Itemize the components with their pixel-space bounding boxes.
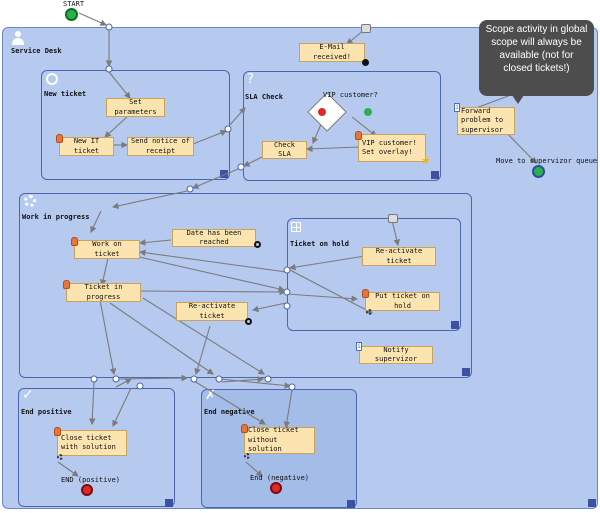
question-icon: ? [247,72,254,87]
lane-ticket-on-hold-title: Ticket on hold [290,240,350,248]
start-label: START [63,0,85,8]
task-close-with-solution-label: Close ticket with solution [61,433,116,451]
hand-icon [362,289,369,298]
lane-sla-check-resize[interactable] [431,171,439,179]
hand-icon [54,427,61,436]
task-set-parameters-label: Set parameters [114,98,157,116]
end-negative-label: End (negative) [250,474,310,482]
timer-icon [254,241,261,248]
task-new-it-ticket-label: New IT ticket [73,137,100,155]
lane-work-in-progress-title: Work in progress [22,213,90,221]
gear-icon [366,309,372,315]
lane-end-negative-resize[interactable] [347,500,355,508]
task-work-on-ticket-label: Work on ticket [92,240,122,258]
end-positive-label: END (positive) [61,476,121,484]
task-ticket-in-progress[interactable]: Ticket in progress [63,280,141,302]
email-trigger-icon [388,214,398,223]
end-negative-event[interactable] [270,482,282,494]
task-work-on-ticket[interactable]: Work on ticket [71,237,140,259]
task-reactivate-ticket-hold-label: Re-activate ticket [375,247,423,265]
task-date-reached-label: Date has been reached [186,228,242,246]
task-close-without-solution[interactable]: Close ticket without solution [241,424,315,454]
task-put-on-hold[interactable]: Put ticket on hold [362,289,440,311]
task-reactivate-ticket-wip-label: Re-activate ticket [188,302,236,320]
task-email-received[interactable]: E-Mail received! [299,43,365,62]
accept-icon [364,108,372,116]
gears-icon [24,195,36,207]
hand-icon [71,237,78,246]
reject-icon [318,108,326,116]
new-ticket-icon [46,73,58,85]
info-icon: i [454,103,460,112]
task-set-parameters[interactable]: Set parameters [106,98,165,117]
lane-service-desk-title: Service Desk [11,47,62,55]
gear-icon [244,453,250,459]
hand-icon [56,134,63,143]
hand-icon [63,280,70,289]
lane-service-desk-resize[interactable] [588,499,596,507]
task-vip-overlay-label: VIP customer! Set overlay! [362,138,417,156]
task-new-it-ticket[interactable]: New IT ticket [56,134,114,156]
task-forward-problem-label: Forward problem to supervisor [461,106,504,134]
end-positive-event[interactable] [81,484,93,496]
move-supervisor-event[interactable] [532,165,545,178]
pin-icon: ✗ [205,388,216,403]
task-send-notice-label: Send notice of receipt [131,137,191,155]
task-ticket-in-progress-label: Ticket in progress [84,283,123,301]
task-vip-overlay[interactable]: VIP customer! Set overlay! [355,131,426,162]
scope-callout-text: Scope activity in global scope will alwa… [485,24,588,74]
lane-new-ticket-resize[interactable] [220,170,228,178]
lane-end-positive-title: End positive [21,408,72,416]
move-supervisor-label: Move to supervizor queue [496,157,598,165]
gear-icon [57,454,63,460]
task-reactivate-ticket-hold[interactable]: Re-activate ticket [362,247,436,266]
lane-new-ticket [41,70,230,180]
task-check-sla[interactable]: Check SLA [262,141,307,159]
task-put-on-hold-label: Put ticket on hold [375,292,430,310]
task-notify-supervisor-label: Notify supervizor [374,345,418,363]
lane-work-in-progress-resize[interactable] [462,368,470,376]
task-send-notice[interactable]: Send notice of receipt [127,137,194,156]
scope-callout: Scope activity in global scope will alwa… [479,20,594,96]
hand-icon [355,131,362,140]
task-date-reached[interactable]: Date has been reached [172,229,256,247]
lane-new-ticket-title: New ticket [44,90,87,98]
callout-pointer [512,95,524,104]
gateway-vip-label: VIP customer? [323,91,378,99]
grid-icon [291,222,301,232]
task-check-sla-label: Check SLA [273,140,296,158]
start-event[interactable] [65,8,78,21]
task-notify-supervisor[interactable]: i Notify supervizor [356,342,433,364]
lane-sla-check [243,71,441,181]
hand-icon [241,424,248,433]
email-end-icon [362,59,369,66]
task-close-with-solution[interactable]: Close ticket with solution [54,427,127,456]
task-close-without-solution-label: Close ticket without solution [248,426,299,454]
checkmark-icon: ✓ [22,387,34,403]
star-icon: ★ [421,154,431,167]
task-forward-problem[interactable]: i Forward problem to supervisor [454,103,515,135]
info-icon: i [356,342,362,351]
lane-person-icon [12,31,24,45]
lane-ticket-on-hold [287,218,461,331]
lane-end-negative-title: End negative [204,408,255,416]
lane-sla-check-title: SLA Check [245,93,283,101]
timer-icon [245,318,252,325]
lane-ticket-on-hold-resize[interactable] [451,321,459,329]
lane-end-positive-resize[interactable] [165,499,173,507]
task-reactivate-ticket-wip[interactable]: Re-activate ticket [176,302,248,321]
task-email-received-label: E-Mail received! [313,43,351,61]
email-trigger-icon [361,24,371,33]
